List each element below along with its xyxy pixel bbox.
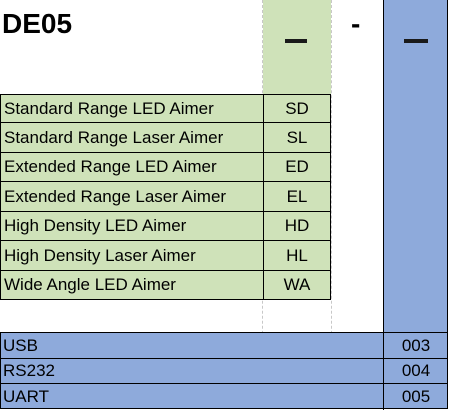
aimer-option-code: WA [263, 271, 331, 300]
interface-code-divider [383, 384, 384, 410]
aimer-option-code: SL [263, 123, 331, 153]
interface-code-column-fill [383, 0, 448, 332]
interface-option-row: UART 005 [0, 383, 448, 410]
interface-option-label: UART [3, 386, 49, 406]
model-title: DE05 [2, 8, 73, 39]
interface-option-code: 004 [401, 361, 431, 380]
gridline [331, 0, 332, 409]
aimer-code-placeholder [285, 39, 307, 43]
interface-option-code: 003 [401, 335, 431, 355]
aimer-option-code: HL [263, 241, 331, 271]
aimer-option-code: ED [263, 153, 331, 182]
aimer-option-label: High Density Laser Aimer [0, 241, 263, 271]
aimer-option-label: Extended Range LED Aimer [0, 153, 263, 182]
aimer-option-label: Standard Range Laser Aimer [0, 123, 263, 153]
interface-code-placeholder [404, 39, 428, 43]
interface-option-label: USB [3, 335, 38, 355]
aimer-option-code: HD [263, 212, 331, 241]
interface-code-divider [383, 333, 384, 359]
aimer-code-column-fill [263, 0, 331, 94]
interface-option-code: 005 [401, 386, 431, 406]
aimer-option-label: Wide Angle LED Aimer [0, 271, 263, 300]
aimer-option-label: Standard Range LED Aimer [0, 94, 263, 123]
aimer-option-code: SD [263, 94, 331, 123]
aimer-option-label: Extended Range Laser Aimer [0, 182, 263, 212]
model-separator: - [351, 8, 361, 39]
aimer-option-label: High Density LED Aimer [0, 212, 263, 241]
interface-option-row: RS232 004 [0, 358, 448, 384]
interface-code-divider [383, 359, 384, 384]
interface-option-row: USB 003 [0, 332, 448, 359]
interface-option-label: RS232 [3, 361, 55, 380]
aimer-option-code: EL [263, 182, 331, 212]
